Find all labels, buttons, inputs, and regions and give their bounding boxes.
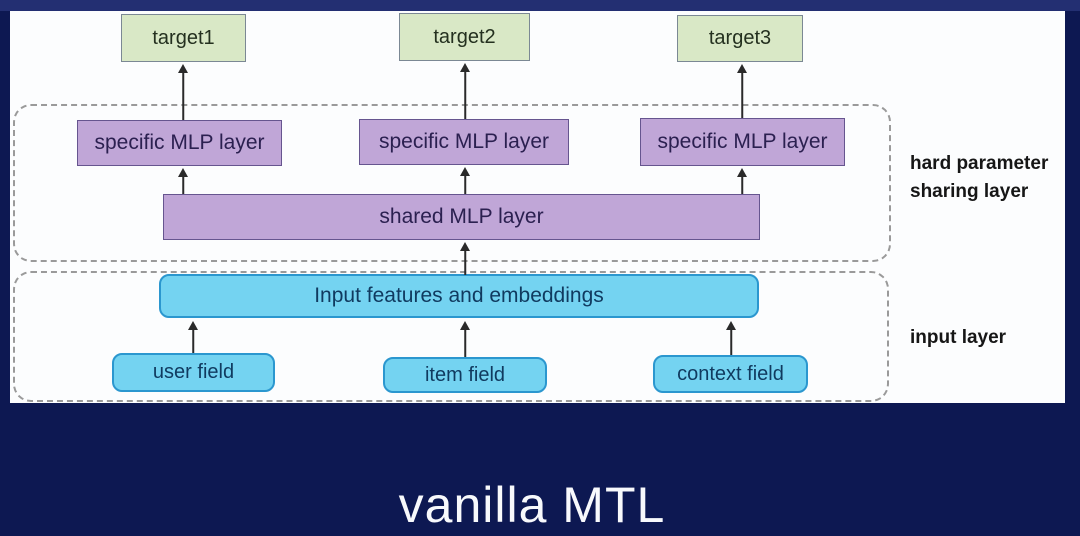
specific-mlp-box-3: specific MLP layer [640,118,845,166]
context-field-label: context field [677,362,784,385]
specific-mlp-box-1: specific MLP layer [77,120,282,166]
item-field-box: item field [383,357,547,393]
user-field-label: user field [152,361,235,383]
slide-caption: vanilla MTL [398,477,666,533]
target3-label: target3 [708,27,772,49]
arrowhead-icon [737,168,747,177]
arrow-user-to-input [187,321,199,353]
target1-box: target1 [121,14,246,62]
arrowhead-icon [460,167,470,176]
arrow-item-to-input [459,321,471,357]
arrow-shared-to-specific1 [177,168,189,194]
input-layer-group [13,271,889,402]
arrowhead-icon [178,168,188,177]
specific-mlp-box-2: specific MLP layer [359,119,569,165]
input-features-label: Input features and embeddings [314,284,604,307]
hard-sharing-group [13,104,891,262]
specific-mlp-label-1: specific MLP layer [94,131,265,154]
arrow-specific2-to-target2 [459,63,471,119]
top-border-strip [0,0,1080,11]
hard-sharing-label-line1: hard parameter [910,153,1049,174]
target1-label: target1 [152,26,215,49]
arrow-shared-to-specific3 [736,168,748,194]
shared-mlp-box: shared MLP layer [163,194,760,240]
specific-mlp-label-2: specific MLP layer [378,130,549,153]
input-layer-label: input layer [910,327,1007,348]
arrowhead-icon [188,321,198,330]
arrowhead-icon [726,321,736,330]
arrow-context-to-input [725,321,737,355]
target2-label: target2 [433,25,496,48]
shared-mlp-label: shared MLP layer [379,205,544,228]
context-field-box: context field [653,355,808,393]
arrow-shared-to-specific2 [459,167,471,194]
arrowhead-icon [178,64,188,73]
hard-sharing-label-line2: sharing layer [910,181,1029,202]
arrowhead-icon [460,321,470,330]
item-field-label: item field [424,363,506,386]
arrowhead-icon [737,64,747,73]
arrow-input-to-shared [459,242,471,275]
arrowhead-icon [460,63,470,72]
target2-box: target2 [399,13,530,61]
arrow-specific1-to-target1 [177,64,189,120]
hard-sharing-label: hard parameter sharing layer [910,150,1048,206]
user-field-box: user field [112,353,275,392]
specific-mlp-label-3: specific MLP layer [657,130,828,153]
target3-box: target3 [677,15,803,62]
arrowhead-icon [460,242,470,251]
input-features-box: Input features and embeddings [159,274,759,318]
arrow-specific3-to-target3 [736,64,748,118]
